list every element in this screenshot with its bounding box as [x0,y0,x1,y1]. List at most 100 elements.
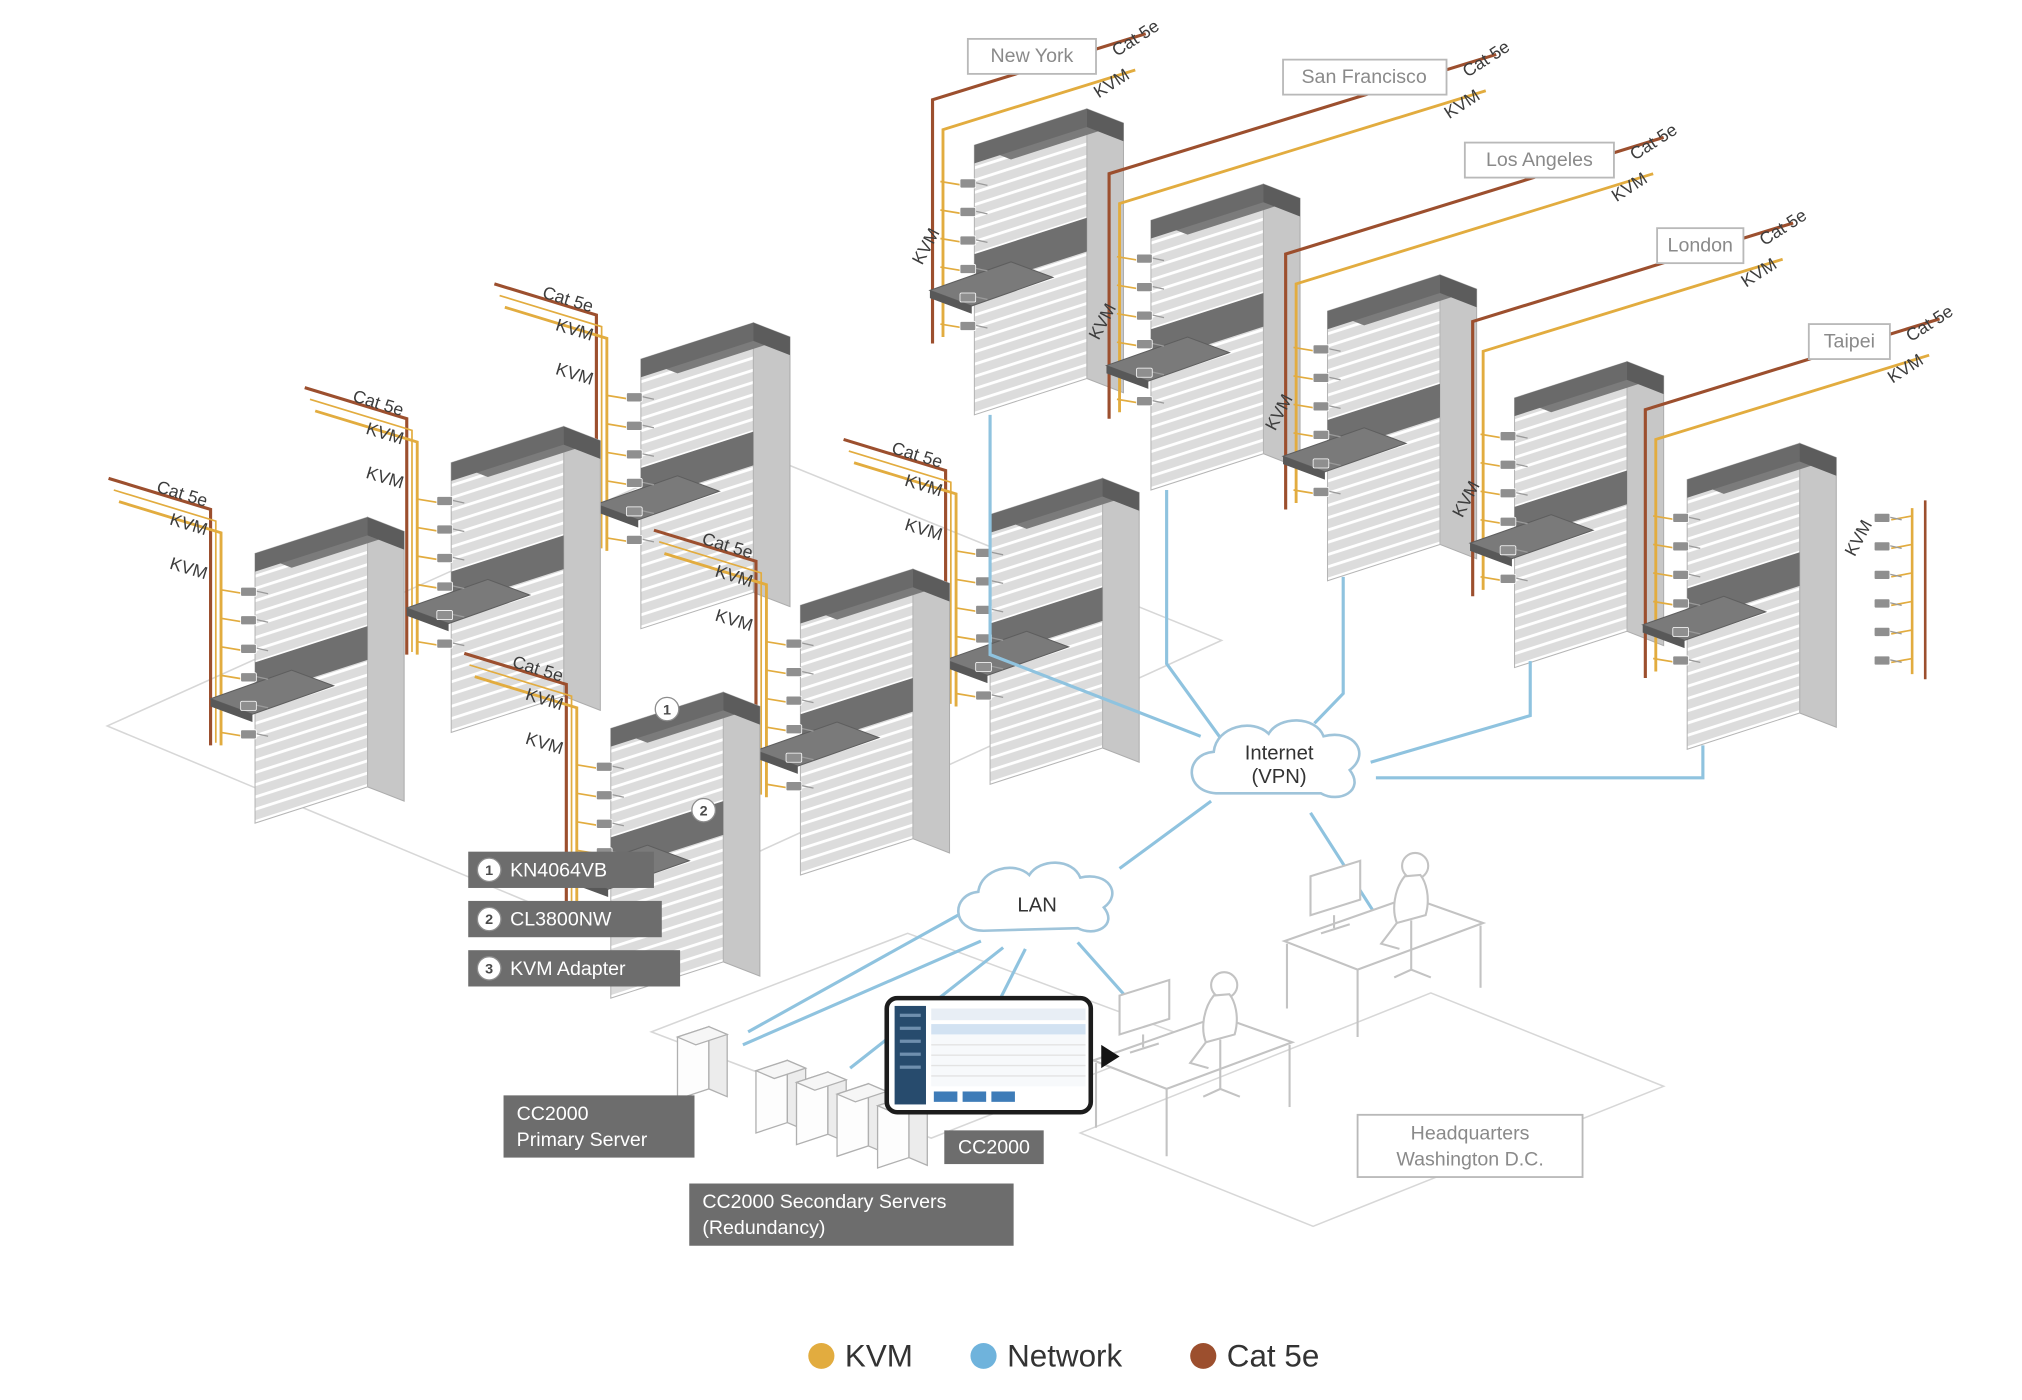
city-label-new-york: New York [966,37,1097,75]
cc2000-primary-server [676,1026,728,1100]
cable-label-kvm: KVM [523,728,565,758]
city-label-los-angeles: Los Angeles [1463,141,1615,179]
cat5e-cable [108,476,213,746]
city-label-london: London [1656,227,1745,265]
city-label-taipei: Taipei [1807,323,1891,360]
cable-label-kvm: KVM [1840,516,1876,559]
kvm-cable [314,409,419,655]
cable-label-cat5e: Cat 5e [1756,205,1811,250]
badge-1-number: 1 [663,702,671,718]
lan-label: LAN [1017,894,1056,916]
server-rack [1469,361,1665,669]
hq-line2: Washington D.C. [1396,1148,1543,1170]
secondary-label-line2: (Redundancy) [702,1217,825,1239]
server-rack [1642,442,1837,750]
kvm-cable [853,461,958,707]
city-name: New York [991,45,1074,67]
server-rack [944,477,1140,785]
device-legend-label-1: KN4064VB [510,859,607,881]
server-rack [755,568,951,876]
cc2000-label: CC2000 [944,1130,1044,1165]
cat5e-cable [463,651,568,921]
cc2000-label-text: CC2000 [958,1137,1030,1159]
rack-group-new-york: Cat 5e KVM KVM [908,16,1163,416]
network-lines [742,414,1705,1070]
kvm-cable [848,450,952,704]
headquarters-label: Headquarters Washington D.C. [1356,1113,1584,1178]
screenshot-table-body [931,1034,1086,1087]
kvm-cable [309,398,413,653]
cable-label-kvm: KVM [168,509,210,539]
cat5e-legend-dot [1190,1342,1217,1369]
cable-label-kvm: KVM [553,315,595,345]
kvm-cable [1481,257,1784,590]
operator-workstation [1092,971,1294,1158]
rack-group-taipei: Cat 5e KVM KVM [1642,301,1957,750]
cable-label-kvm: KVM [364,462,406,492]
lan-cloud: LAN [957,861,1114,933]
city-label-san-francisco: San Francisco [1282,58,1448,96]
screenshot-button [991,1091,1015,1102]
badge-2 [691,797,717,823]
cable-label-kvm: KVM [903,470,945,500]
cable-label-cat5e: Cat 5e [1108,16,1163,61]
badge-1 [654,696,680,722]
city-name: London [1668,235,1733,257]
device-legend-num-2: 2 [485,912,493,928]
vpn-label: (VPN) [1252,766,1307,788]
cable-label-kvm: KVM [364,418,406,448]
primary-label-line1: CC2000 [517,1103,589,1125]
rack-group-left-3: Cat 5e KVM KVM [108,476,405,824]
kvm-cable [469,664,573,918]
device-legend-label-2: CL3800NW [510,909,612,931]
kvm-legend-dot [808,1342,835,1369]
cable-label-cat5e: Cat 5e [1459,36,1514,81]
pointer-arrow-icon [1101,1044,1120,1069]
city-name: Taipei [1824,330,1875,352]
kvm-cable [1654,353,1930,672]
kvm-legend-label: KVM [845,1338,913,1373]
rack-group-left-2: Cat 5e KVM KVM [304,386,601,734]
primary-label-line2: Primary Server [517,1129,648,1151]
device-legend-num-3: 3 [485,962,493,978]
primary-server-label: CC2000 Primary Server [503,1095,695,1158]
server-rack [1282,274,1478,582]
kvm-cable [1294,172,1654,503]
kvm-cable [499,294,603,549]
screenshot-button [962,1091,987,1102]
kvm-cable [504,305,609,551]
kvm-cable [663,552,768,798]
kvm-fan [1891,515,1913,664]
cable-label-kvm: KVM [713,605,755,635]
network-legend-label: Network [1007,1338,1122,1373]
cc2000-screenshot [884,995,1120,1115]
rack-group-left-5: Cat 5e KVM KVM [653,528,951,876]
badge-2-number: 2 [700,803,708,819]
server-rack [1105,183,1301,491]
device-legend-label-3: KVM Adapter [510,958,626,980]
hq-line1: Headquarters [1411,1123,1530,1145]
internet-cloud: Internet (VPN) [1190,719,1361,799]
kvm-cable [474,675,579,921]
cat5e-legend-label: Cat 5e [1227,1338,1319,1373]
screenshot-table-header [931,1024,1086,1035]
cable-label-kvm: KVM [903,514,945,544]
network-legend-dot [970,1342,997,1369]
screenshot-button [933,1091,958,1102]
device-legend: 1 KN4064VB 2 CL3800NW 3 KVM Adapter [468,851,681,987]
floor-headquarters [1078,992,1666,1228]
cable-label-kvm: KVM [553,359,595,389]
server-rack [209,516,405,824]
color-legend: KVM Network Cat 5e [808,1338,1319,1373]
hq-workstation [1283,851,1485,1039]
secondary-label-line1: CC2000 Secondary Servers [702,1191,946,1213]
cat5e-cable [304,386,409,655]
kvm-cable [113,489,217,743]
screenshot-toolbar [931,1008,1086,1021]
secondary-servers-label: CC2000 Secondary Servers (Redundancy) [689,1183,1014,1246]
cable-label-cat5e: Cat 5e [1626,119,1681,164]
city-name: Los Angeles [1486,149,1593,171]
kvm-cable [118,500,223,746]
cable-label-kvm: KVM [908,225,944,268]
